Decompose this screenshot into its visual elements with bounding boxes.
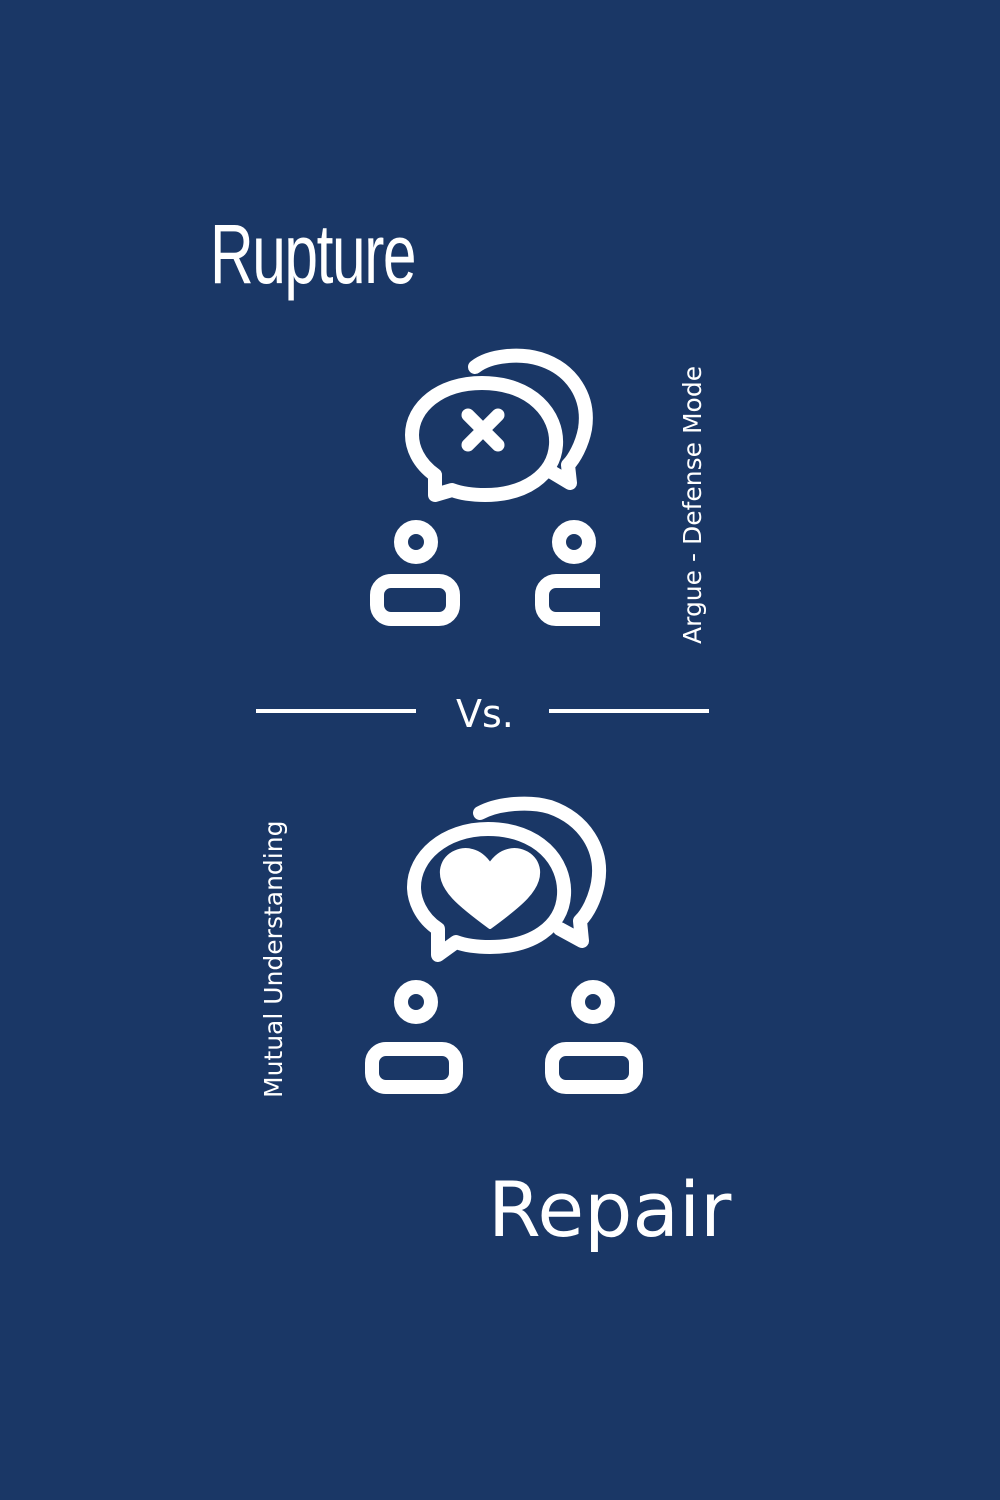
argument-conversation-icon <box>370 348 600 626</box>
rupture-title: Rupture <box>210 207 417 301</box>
repair-title: Repair <box>488 1165 732 1254</box>
mutual-understanding-label: Mutual Understanding <box>259 820 288 1098</box>
argue-defense-label: Argue - Defense Mode <box>678 365 707 644</box>
divider-line-right <box>549 709 709 713</box>
divider-line-left <box>256 709 416 713</box>
loving-conversation-icon <box>365 796 643 1094</box>
versus-text: Vs. <box>456 692 514 736</box>
